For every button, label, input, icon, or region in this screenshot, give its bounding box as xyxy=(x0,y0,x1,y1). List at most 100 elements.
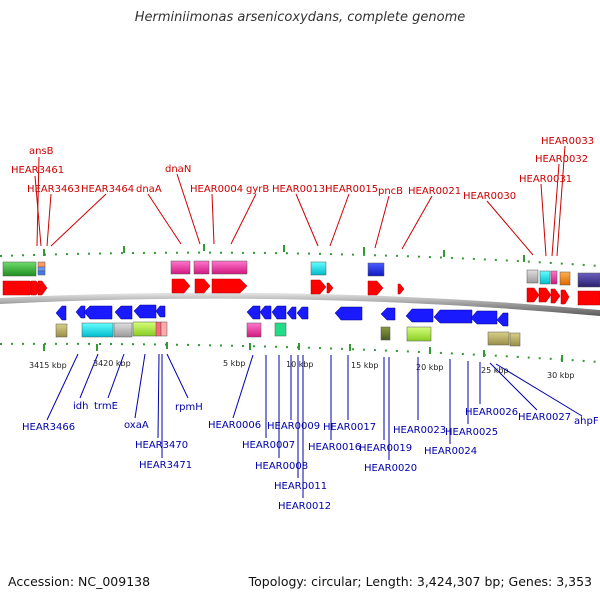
forward-cds-arrow xyxy=(211,278,248,294)
gene-label: HEAR3461 xyxy=(11,165,64,176)
scale-label: 15 kbp xyxy=(351,361,379,370)
reverse-cds-arrow xyxy=(286,306,297,320)
forward-cds-arrow xyxy=(37,280,48,296)
gene-label: HEAR3471 xyxy=(139,460,192,471)
gene-label: dnaN xyxy=(165,164,191,175)
gene-label: rpmH xyxy=(175,402,203,413)
reverse-cds-arrow xyxy=(433,309,473,324)
feature-box xyxy=(487,331,510,346)
gene-label: dnaA xyxy=(136,184,162,195)
gene-label: HEAR0020 xyxy=(364,463,417,474)
reverse-gene-labels: HEAR3466 idh trmE oxaA HEAR3470 HEAR3471… xyxy=(22,401,599,512)
reverse-cds-arrow xyxy=(114,305,133,320)
gene-label: HEAR3464 xyxy=(81,184,134,195)
gene-label: HEAR3470 xyxy=(135,440,188,451)
map-title: Herminiimonas arsenicoxydans, complete g… xyxy=(134,10,466,25)
feature-box xyxy=(81,322,114,338)
reverse-cds-arrow xyxy=(155,305,166,318)
reverse-cds-arrow xyxy=(75,305,86,319)
scale-label: 3420 kbp xyxy=(93,359,131,368)
forward-leader-lines xyxy=(34,145,566,257)
gene-label: ahpF xyxy=(574,416,599,427)
scale-label: 5 kbp xyxy=(223,359,245,368)
reverse-cds-arrow xyxy=(296,306,309,320)
gene-label: HEAR0030 xyxy=(463,191,516,202)
gene-label: idh xyxy=(73,401,88,412)
feature-box xyxy=(37,261,46,268)
gene-label: HEAR0024 xyxy=(424,446,477,457)
reverse-cds-arrow xyxy=(380,307,396,321)
gene-label: trmE xyxy=(94,401,118,412)
feature-box xyxy=(55,323,68,338)
gene-label: HEAR0008 xyxy=(255,461,308,472)
gene-label: pncB xyxy=(378,186,403,197)
gene-label: HEAR0027 xyxy=(518,412,571,423)
reverse-cds-track xyxy=(55,304,509,327)
feature-box xyxy=(526,269,539,284)
gene-label: HEAR3466 xyxy=(22,422,75,433)
feature-box xyxy=(211,260,248,275)
reverse-leader-lines xyxy=(46,353,583,498)
major-ticks xyxy=(43,244,563,362)
reverse-cds-arrow xyxy=(405,308,434,323)
feature-box xyxy=(37,266,46,272)
gene-label: HEAR0026 xyxy=(465,407,518,418)
reverse-cds-arrow xyxy=(246,305,261,320)
feature-box xyxy=(577,272,600,288)
feature-box xyxy=(2,261,37,277)
forward-cds-arrow xyxy=(171,278,191,294)
gene-label: HEAR0021 xyxy=(408,186,461,197)
forward-cds-arrow xyxy=(577,290,600,306)
forward-gene-labels: ansB HEAR3461 HEAR3463 HEAR3464 dnaA dna… xyxy=(11,136,594,202)
accession-text: Accession: NC_009138 xyxy=(8,574,151,589)
genome-backbone xyxy=(0,292,600,316)
forward-cds-arrow xyxy=(560,289,570,305)
reverse-cds-arrow xyxy=(470,310,498,325)
gene-label: HEAR0023 xyxy=(393,425,446,436)
gene-label: HEAR0006 xyxy=(208,420,261,431)
forward-cds-arrow xyxy=(397,283,405,295)
reverse-cds-arrow xyxy=(55,305,67,321)
scale-label: 20 kbp xyxy=(416,363,444,372)
scale-labels: 3415 kbp 3420 kbp 5 kbp 10 kbp 15 kbp 20… xyxy=(29,359,575,380)
feature-box xyxy=(246,322,262,338)
feature-box xyxy=(310,261,327,276)
forward-cds-track xyxy=(2,278,600,306)
feature-box xyxy=(380,326,391,341)
feature-box xyxy=(367,262,385,277)
gene-label: HEAR0017 xyxy=(323,422,376,433)
gene-label: HEAR0015 xyxy=(325,184,378,195)
feature-box xyxy=(170,260,191,275)
forward-cds-arrow xyxy=(367,280,384,296)
forward-feature-boxes xyxy=(2,260,600,288)
reverse-cds-arrow xyxy=(83,305,113,320)
gene-label: HEAR0019 xyxy=(359,443,412,454)
feature-box xyxy=(160,321,168,337)
scale-label: 25 kbp xyxy=(481,366,509,375)
feature-box xyxy=(37,270,46,276)
gene-label: HEAR0016 xyxy=(308,442,361,453)
gene-label: oxaA xyxy=(124,420,149,431)
feature-box xyxy=(406,326,432,342)
feature-box xyxy=(539,270,551,285)
feature-box xyxy=(550,270,558,285)
gene-label: HEAR0012 xyxy=(278,501,331,512)
gene-label: HEAR3463 xyxy=(27,184,80,195)
scale-label: 10 kbp xyxy=(286,360,314,369)
feature-box xyxy=(559,271,571,286)
gene-label: HEAR0009 xyxy=(267,421,320,432)
upper-scale-line xyxy=(0,251,600,267)
forward-cds-arrow xyxy=(538,287,552,303)
forward-cds-arrow xyxy=(310,279,327,295)
genome-summary-text: Topology: circular; Length: 3,424,307 bp… xyxy=(248,574,592,589)
scale-label: 3415 kbp xyxy=(29,361,67,370)
feature-box xyxy=(132,321,158,337)
reverse-feature-boxes xyxy=(55,321,521,347)
gene-label: ansB xyxy=(29,146,54,157)
feature-box xyxy=(155,321,162,337)
feature-box xyxy=(113,322,133,338)
gene-label: HEAR0033 xyxy=(541,136,594,147)
reverse-cds-arrow xyxy=(334,306,363,321)
reverse-cds-arrow xyxy=(496,312,509,327)
